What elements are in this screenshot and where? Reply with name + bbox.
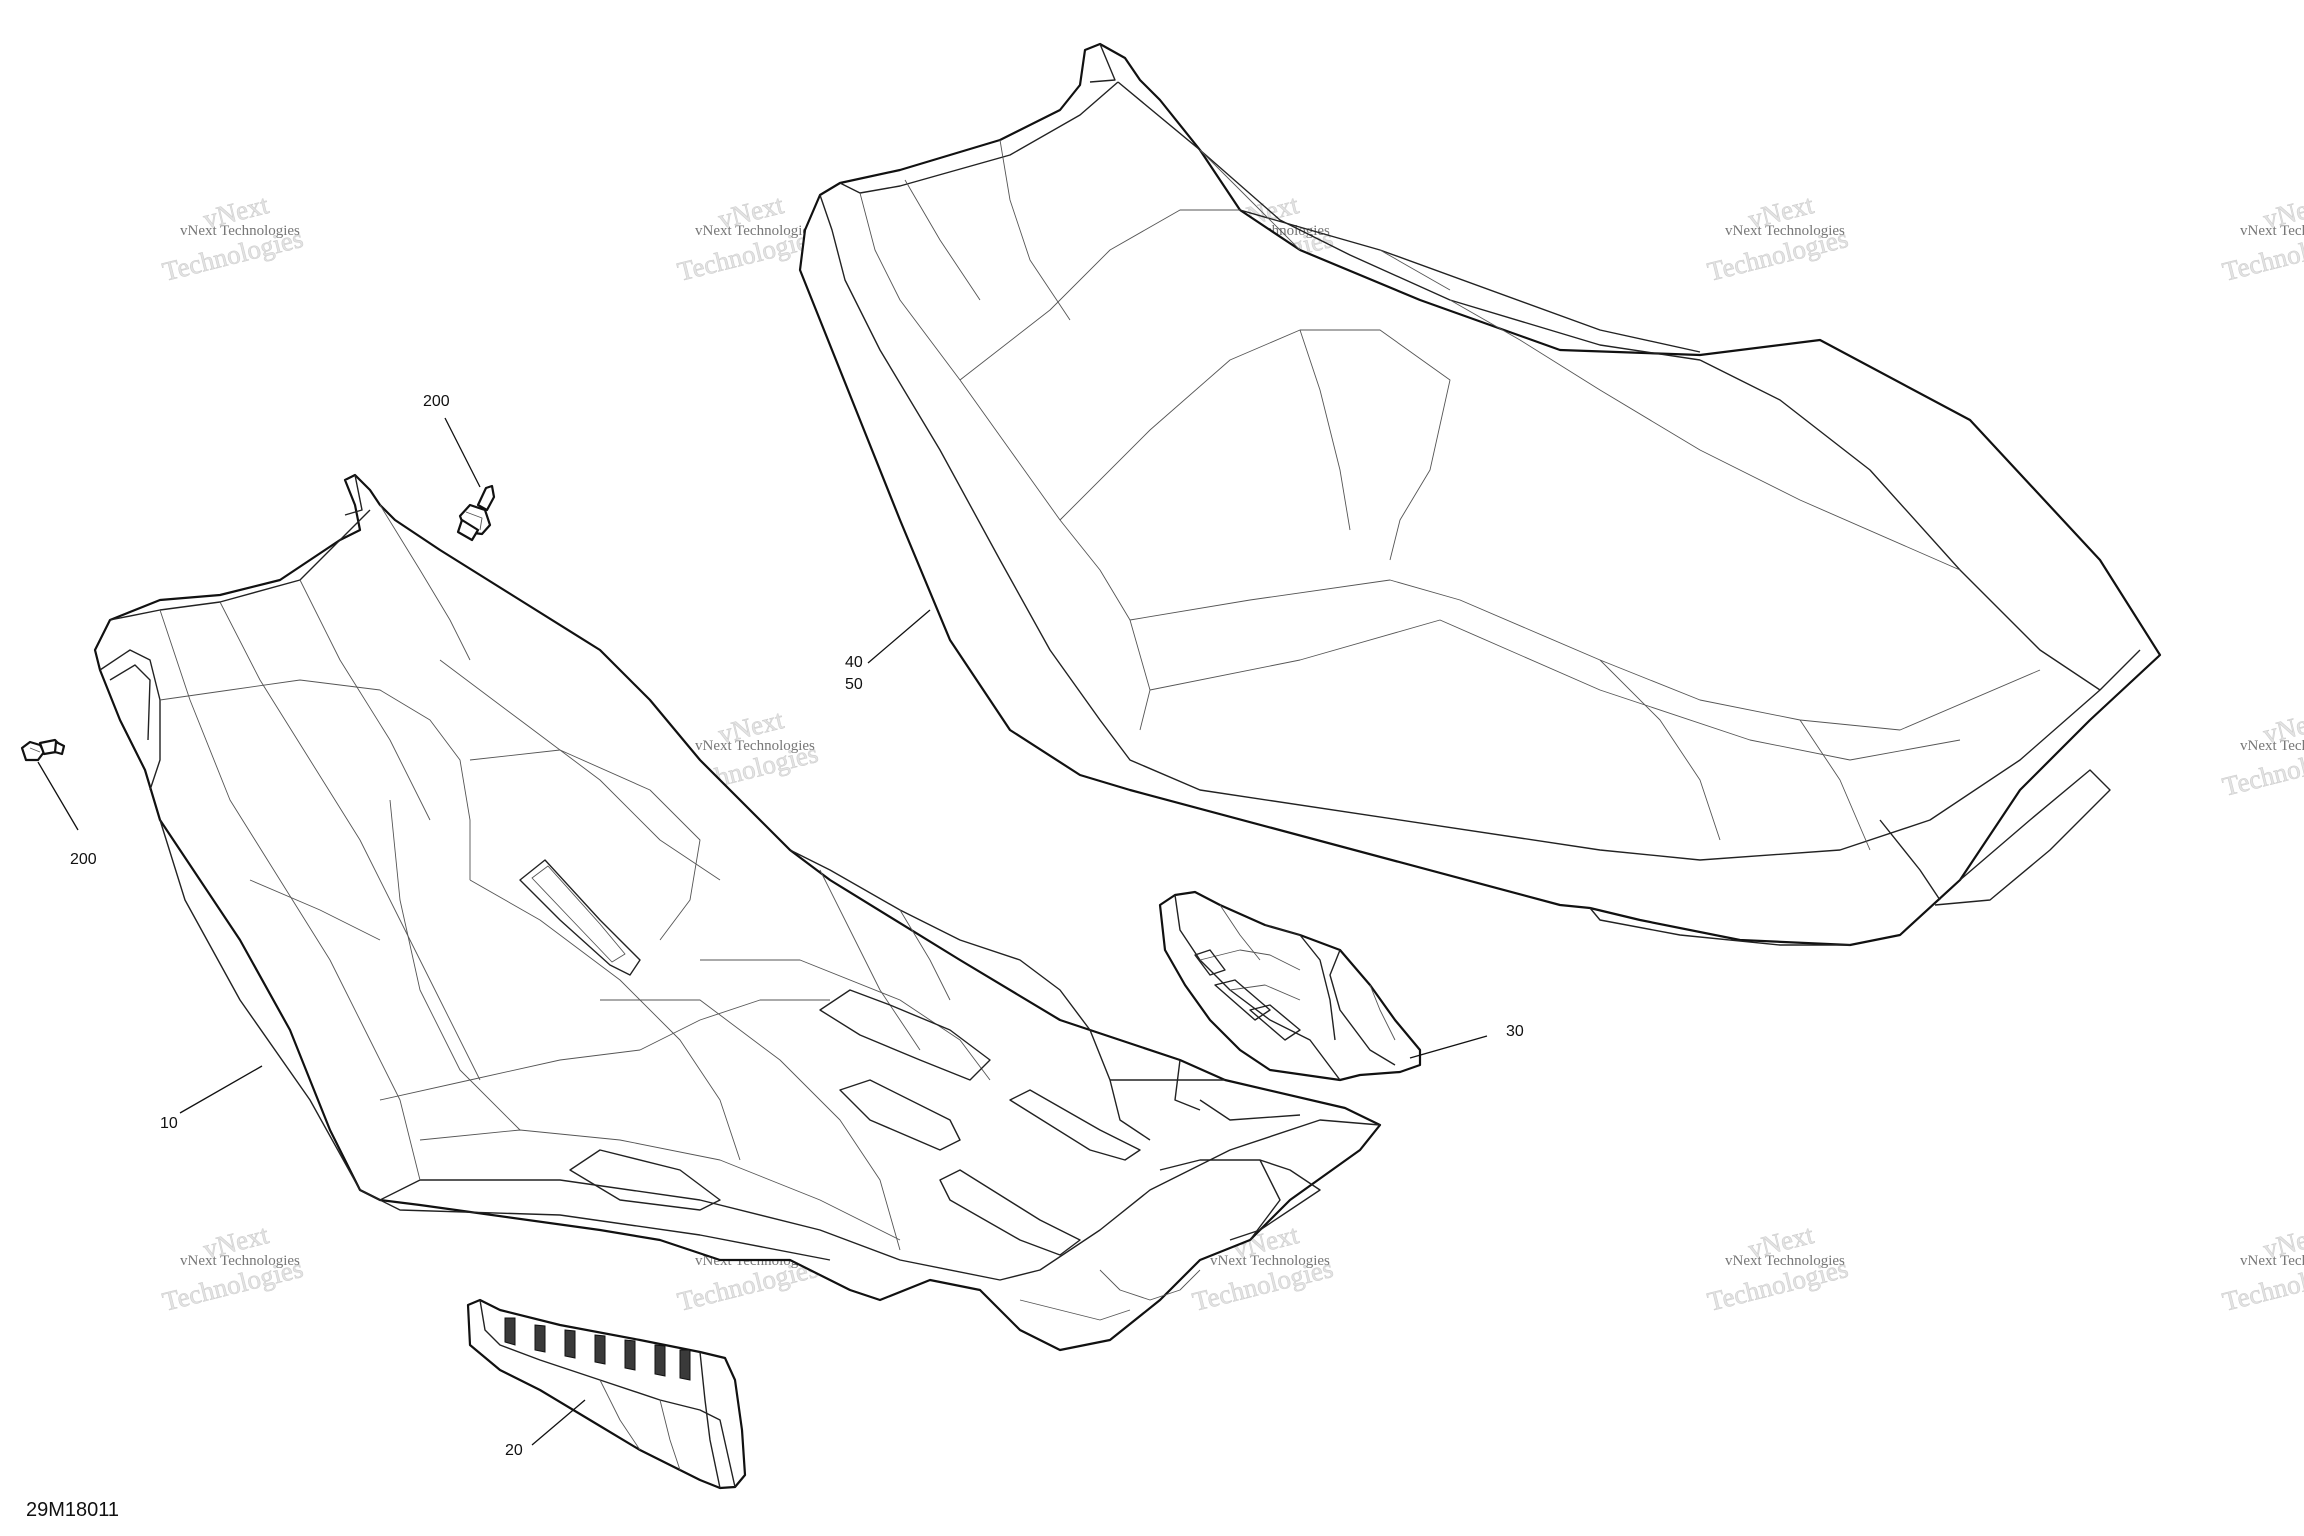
leader-40-50 — [867, 609, 931, 664]
watermark-small-text: vNext Technologies — [180, 1253, 300, 1269]
callout-labels: 200 200 40 50 10 30 20 — [70, 393, 1524, 1459]
watermark-small-text: vNext Technologies — [180, 223, 300, 239]
leader-200-top — [444, 417, 481, 488]
push-pin-part-200-left — [20, 738, 66, 762]
callout-200-top: 200 — [423, 393, 450, 410]
seat-part-40-50 — [798, 42, 2162, 947]
watermark-small-text: vNext Technologies — [1725, 223, 1845, 239]
watermark-small-text: vNext Technologies — [1210, 1253, 1330, 1269]
watermark-small-text: vNext Technologies — [695, 738, 815, 754]
bracket-part-20 — [466, 1298, 747, 1490]
leader-30 — [1409, 1035, 1488, 1059]
watermark-small-text: vNext Technologies — [2240, 738, 2304, 754]
callout-50: 50 — [845, 676, 863, 693]
leader-10 — [179, 1065, 263, 1114]
watermark-small-text: vNext Technologies — [1725, 1253, 1845, 1269]
bracket-part-30 — [1158, 890, 1422, 1082]
leader-lines — [37, 417, 1488, 1446]
callout-30: 30 — [1506, 1023, 1524, 1040]
callout-40: 40 — [845, 654, 863, 671]
callout-20: 20 — [505, 1442, 523, 1459]
watermark-small-text: vNext Technologies — [695, 223, 815, 239]
watermark-small-text: vNext Technologies — [2240, 223, 2304, 239]
callout-10: 10 — [160, 1115, 178, 1132]
leader-200-left — [37, 761, 79, 831]
base-part-10 — [93, 473, 1382, 1352]
callout-200-left: 200 — [70, 851, 97, 868]
leader-20 — [531, 1399, 586, 1446]
push-pin-part-200-top — [456, 484, 496, 542]
watermark-small-text: vNext Technologies — [2240, 1253, 2304, 1269]
watermark-prefix-text: vNext — [1745, 189, 1817, 234]
drawing-code: 29M18011 — [26, 1499, 119, 1521]
